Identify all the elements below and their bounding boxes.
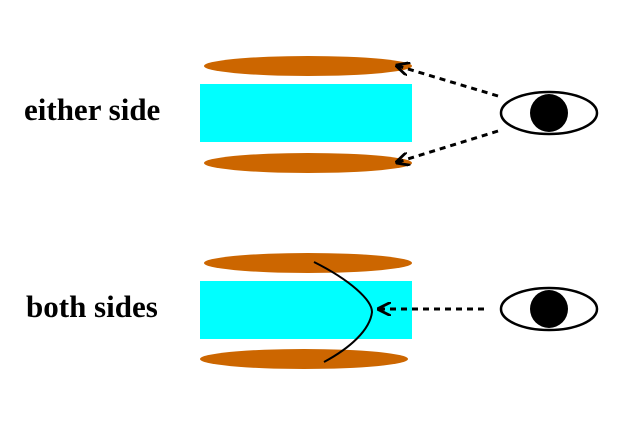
curved-line [313,261,374,363]
dashed-arrow-upper [398,66,499,98]
either-side-label: either side [24,92,161,127]
top-disk-upper [204,56,412,76]
both-sides-label: both sides [26,289,158,324]
eye-icon [499,90,599,136]
bottom-band [200,281,412,339]
either-side-group [200,56,599,173]
dashed-arrow-lower [398,129,499,162]
bottom-disk-upper [204,253,412,273]
top-band [200,84,412,142]
both-sides-group [200,253,599,369]
eye-icon [499,286,599,332]
top-disk-lower [204,153,412,173]
bottom-disk-lower [200,349,408,369]
